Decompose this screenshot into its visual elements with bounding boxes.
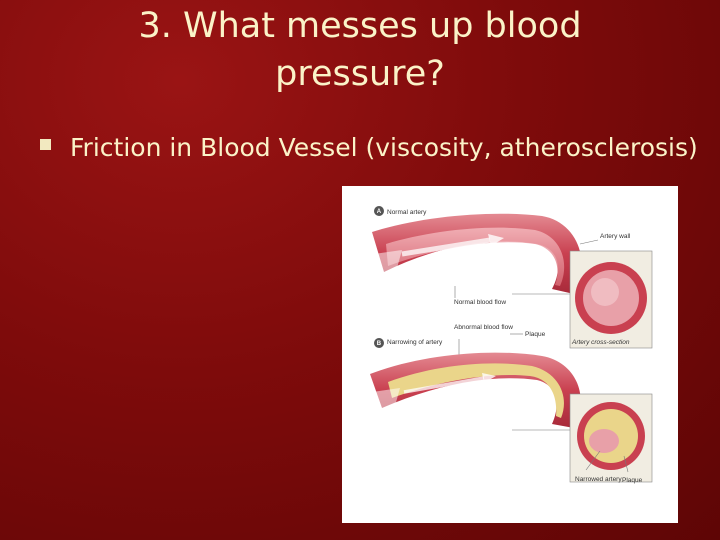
artery-wall-label: Artery wall bbox=[600, 233, 631, 240]
square-bullet-icon bbox=[40, 139, 51, 150]
abnormal-flow-label: Abnormal blood flow bbox=[454, 324, 513, 331]
narrowed-artery-leader bbox=[585, 450, 601, 471]
bullet-text: Friction in Blood Vessel (viscosity, ath… bbox=[70, 133, 698, 162]
artery-wall-leader bbox=[579, 239, 599, 245]
cross-section-label: Artery cross-section bbox=[571, 339, 630, 346]
abnormal-flow-arrow bbox=[403, 376, 485, 394]
normal-artery-lumen bbox=[386, 227, 565, 286]
panel-b-badge-label: B bbox=[377, 341, 382, 347]
normal-flow-arrow bbox=[401, 237, 491, 257]
normal-cut-surface bbox=[372, 250, 402, 276]
abnormal-flow-arrowhead bbox=[482, 373, 496, 383]
artery-illustration: A Normal artery Artery wall Artery cross… bbox=[370, 206, 653, 484]
narrowed-artery-label: Narrowed artery bbox=[575, 476, 622, 483]
plaque-label-b: Plaque bbox=[525, 331, 546, 338]
panel-b-badge bbox=[374, 338, 384, 348]
narrowed-cut-surface bbox=[370, 388, 400, 414]
panel-b: B Narrowing of artery Abnormal blood flo… bbox=[370, 324, 653, 484]
slide-title: 3. What messes up blood pressure? bbox=[138, 6, 582, 94]
plaque-label-cross: Plaque bbox=[622, 477, 643, 484]
panel-a-title: Normal artery bbox=[387, 209, 427, 216]
bullet-item: Friction in Blood Vessel (viscosity, ath… bbox=[40, 130, 700, 166]
panel-a-badge bbox=[374, 206, 384, 216]
plaque-deposit bbox=[388, 363, 564, 418]
artery-diagram: A Normal artery Artery wall Artery cross… bbox=[342, 186, 678, 523]
normal-flow-label: Normal blood flow bbox=[454, 299, 506, 306]
panel-a-badge-label: A bbox=[377, 209, 382, 215]
plaque-leader-cross bbox=[623, 455, 629, 473]
panel-b-title: Narrowing of artery bbox=[387, 339, 443, 346]
normal-flow-arrowhead bbox=[488, 234, 504, 246]
cross-section-highlight bbox=[591, 278, 619, 306]
narrowed-cross-lumen bbox=[589, 429, 619, 453]
panel-a: A Normal artery Artery wall Artery cross… bbox=[372, 206, 653, 349]
